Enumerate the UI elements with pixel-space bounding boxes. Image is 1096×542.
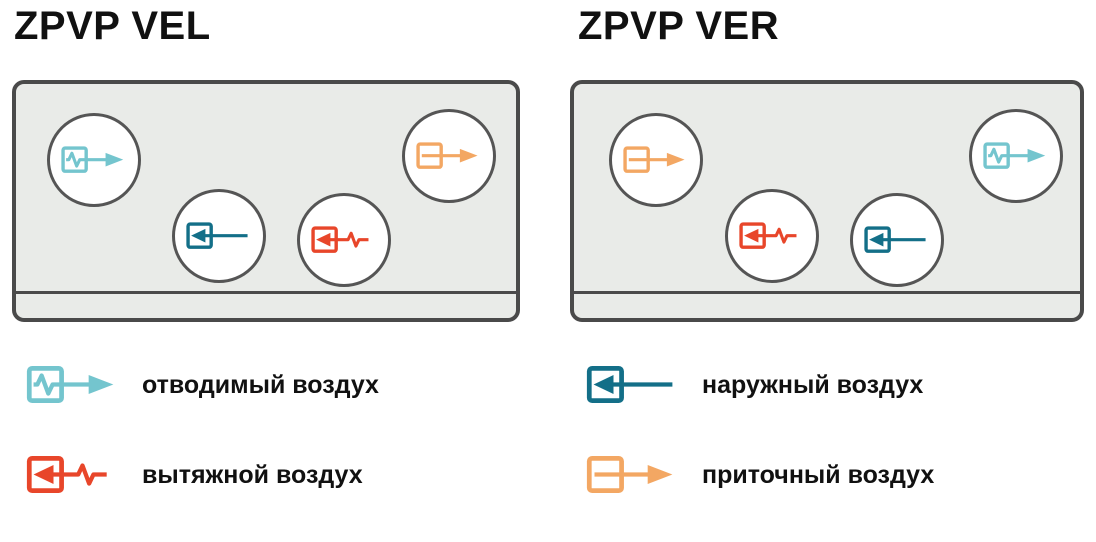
legend-label: наружный воздух — [702, 370, 924, 399]
unit-panel-vel — [12, 80, 520, 322]
legend-item-outside-air: наружный воздух — [585, 364, 923, 406]
legend-label: приточный воздух — [702, 460, 935, 489]
unit-title-vel: ZPVP VEL — [14, 4, 211, 48]
port-extract-air — [725, 189, 819, 283]
supply-air-icon — [622, 145, 690, 175]
port-outside-air — [172, 189, 266, 283]
supply-air-icon — [415, 141, 483, 171]
exhaust-air-icon — [25, 364, 120, 406]
extract-air-icon — [25, 454, 120, 496]
port-extract-air — [297, 193, 391, 287]
outside-air-icon — [585, 364, 680, 406]
port-supply-air — [609, 113, 703, 207]
exhaust-air-icon — [982, 141, 1050, 171]
port-exhaust-air — [47, 113, 141, 207]
port-outside-air — [850, 193, 944, 287]
legend-item-extract-air: вытяжной воздух — [25, 454, 363, 496]
extract-air-icon — [310, 225, 378, 255]
exhaust-air-icon — [60, 145, 128, 175]
outside-air-icon — [185, 221, 253, 251]
unit-panel-ver — [570, 80, 1084, 322]
port-supply-air — [402, 109, 496, 203]
outside-air-icon — [863, 225, 931, 255]
legend-item-supply-air: приточный воздух — [585, 454, 934, 496]
legend-item-exhaust-air: отводимый воздух — [25, 364, 379, 406]
unit-title-ver: ZPVP VER — [578, 4, 780, 48]
port-exhaust-air — [969, 109, 1063, 203]
extract-air-icon — [738, 221, 806, 251]
legend-label: вытяжной воздух — [142, 460, 363, 489]
supply-air-icon — [585, 454, 680, 496]
legend-label: отводимый воздух — [142, 370, 379, 399]
